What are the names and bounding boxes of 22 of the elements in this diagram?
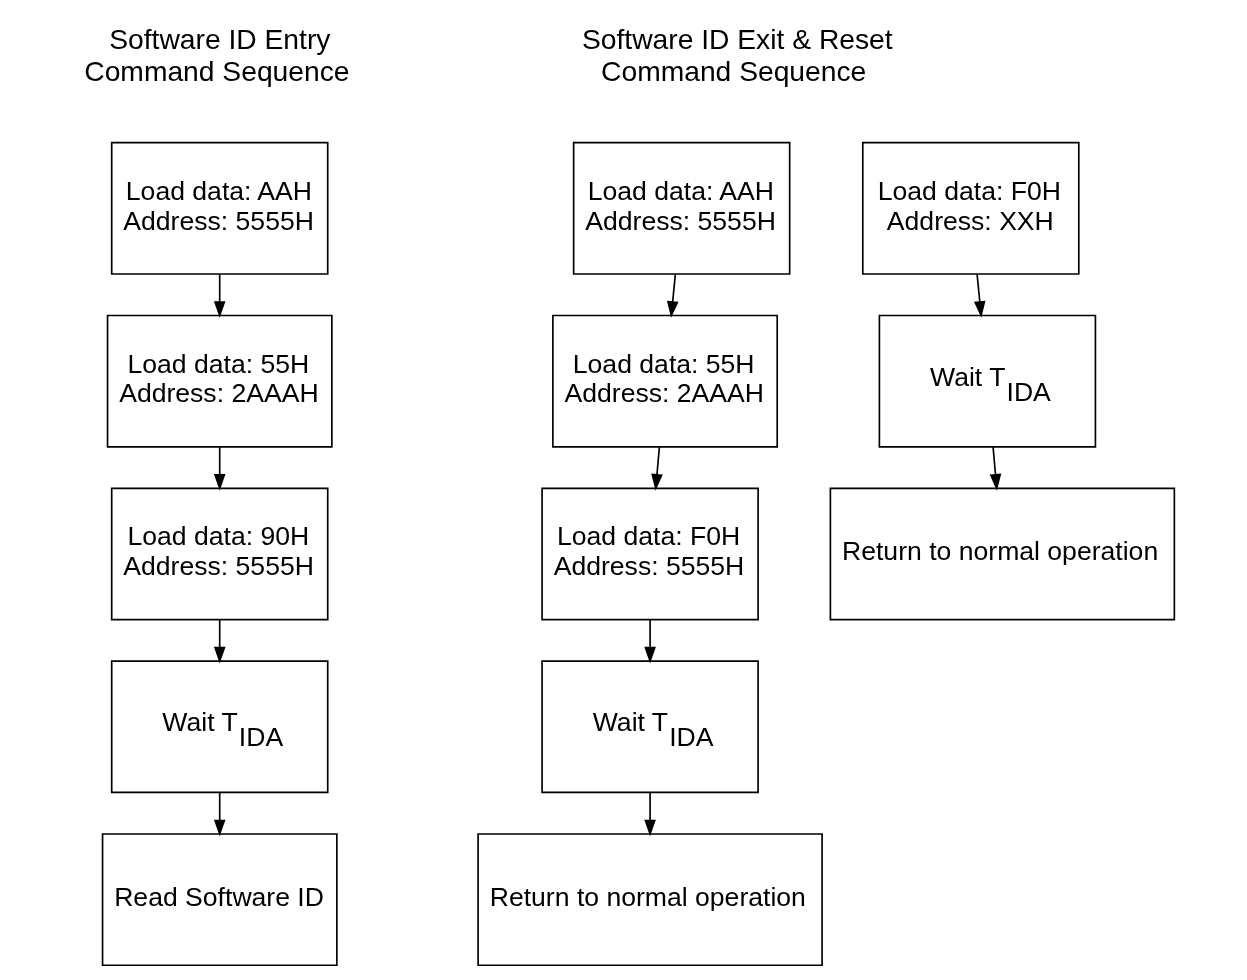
node-box: Load data: 55H Address: 2AAAH bbox=[106, 314, 333, 448]
node-box: Load data: F0H Address: XXH bbox=[861, 141, 1080, 275]
arrow bbox=[989, 446, 1002, 491]
node-box: Load data: AAH Address: 5555H bbox=[110, 141, 329, 275]
node-box: Return to normal operation bbox=[477, 833, 823, 967]
node-box: Load data: AAH Address: 5555H bbox=[572, 141, 791, 275]
arrow bbox=[973, 273, 986, 318]
node-box: Return to normal operation bbox=[829, 487, 1176, 621]
arrow bbox=[651, 446, 663, 491]
node-box: Load data: 90H Address: 5555H bbox=[110, 487, 329, 621]
arrow bbox=[213, 446, 226, 491]
node-box: Load data: F0H Address: 5555H bbox=[541, 487, 759, 621]
arrow bbox=[644, 618, 656, 664]
arrow bbox=[213, 618, 226, 664]
label: Software ID Exit & Reset Command Sequence bbox=[581, 22, 893, 87]
arrow bbox=[666, 273, 679, 318]
arrow bbox=[213, 273, 226, 318]
label: Software ID Entry Command Sequence bbox=[84, 22, 350, 87]
node-box: Load data: 55H Address: 2AAAH bbox=[552, 314, 779, 448]
node-box: Read Software ID bbox=[101, 833, 338, 967]
arrow bbox=[644, 791, 656, 837]
arrow bbox=[213, 791, 226, 837]
